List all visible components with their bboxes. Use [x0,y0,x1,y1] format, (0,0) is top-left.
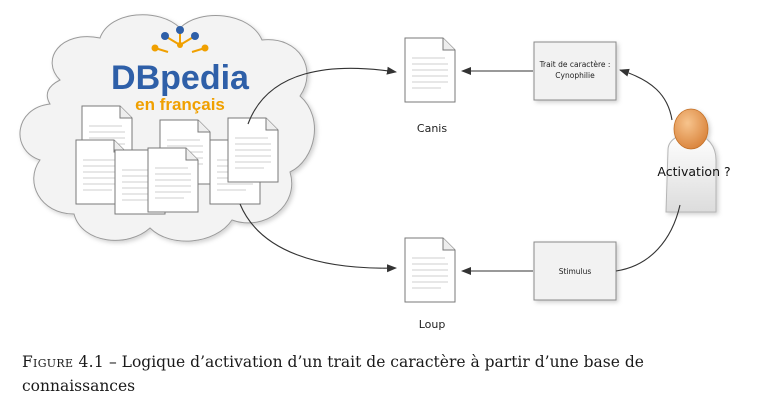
loup-label: Loup [419,318,446,331]
loup-node: Loup [404,237,456,331]
trait-label-line2: Cynophilie [555,71,595,80]
network-icon [151,26,209,53]
stimulus-label: Stimulus [559,267,592,276]
canis-label: Canis [417,122,447,135]
person-icon [665,108,717,213]
document-icon [227,117,279,183]
arrow-cloud-to-loup [239,203,397,273]
canis-node: Canis [404,37,456,135]
arrow-stimulus-to-person [615,204,681,272]
cloud-documents [75,105,279,215]
activation-label: Activation ? [657,164,730,179]
document-icon [404,37,456,103]
logo-title: DBpedia [111,59,250,97]
trait-label-line1: Trait de caractère : [539,60,611,69]
stimulus-box: Stimulus [533,241,617,301]
document-icon [147,147,199,213]
dbpedia-logo: DBpedia en français [111,26,250,114]
document-icon [404,237,456,303]
trait-box: Trait de caractère : Cynophilie [533,41,617,101]
logo-subtitle: en français [135,95,225,114]
arrow-person-to-trait [619,68,673,121]
figure-number: Figure 4.1 [22,353,105,371]
figure-caption: Figure 4.1 – Logique d’activation d’un t… [22,350,738,398]
arrow-cloud-to-canis [247,66,397,125]
caption-text: – Logique d’activation d’un trait de car… [22,353,644,395]
